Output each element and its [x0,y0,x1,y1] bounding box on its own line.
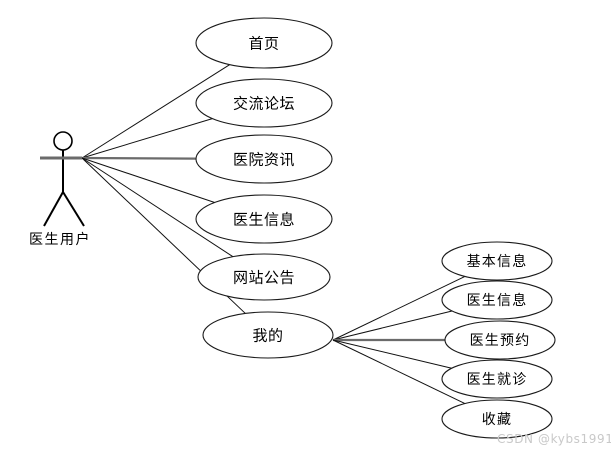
use-case-mine[interactable]: 我的 [202,311,334,359]
use-case-doctor-info-shape[interactable] [195,194,333,244]
association-mine-to-use-case-basic-info [332,275,466,341]
use-case-favorites-shape[interactable] [441,399,553,439]
actor-label: 医生用户 [29,231,91,248]
use-case-doctor-appointment[interactable]: 医生预约 [444,320,556,360]
actor-right-leg-line [62,191,85,227]
use-case-doctor-visit-label: 医生就诊 [467,372,528,388]
association-actor-to-use-case-announcements [81,157,234,258]
use-case-homepage-label: 首页 [248,35,279,53]
use-case-doctor-visit[interactable]: 医生就诊 [441,359,553,399]
actor-head-icon [53,131,73,151]
association-actor-to-use-case-doctor-info [81,157,215,203]
use-case-basic-info-label: 基本信息 [467,253,528,270]
use-case-doctor-info[interactable]: 医生信息 [195,194,333,244]
use-case-doctor-info-label: 医生信息 [233,211,295,229]
use-case-mine-label: 我的 [252,327,283,345]
doctor-user-actor: 医生用户 [29,131,91,248]
association-mine-to-use-case-favorites [332,339,466,405]
association-actor-to-use-case-forum [81,118,213,159]
use-case-announcements-label: 网站公告 [233,269,295,287]
use-case-doctor-visit-shape[interactable] [441,359,553,399]
use-case-hospital-news-shape[interactable] [195,134,333,184]
use-case-favorites[interactable]: 收藏 [441,399,553,439]
use-case-homepage-shape[interactable] [195,17,333,69]
use-case-homepage[interactable]: 首页 [195,17,333,69]
use-case-forum-label: 交流论坛 [233,95,295,113]
use-case-forum[interactable]: 交流论坛 [195,78,333,128]
use-case-announcements[interactable]: 网站公告 [197,253,331,301]
use-case-hospital-news-label: 医院资讯 [233,151,295,169]
use-case-doctor-info-sub[interactable]: 医生信息 [441,280,553,320]
association-mine-to-use-case-doctor-info-sub [332,310,453,341]
association-actor-to-use-case-homepage [81,64,231,159]
use-case-favorites-label: 收藏 [482,412,512,428]
use-case-basic-info-shape[interactable] [441,241,553,281]
use-case-doctor-appointment-label: 医生预约 [470,333,531,349]
csdn-watermark: CSDN @kybs1991 [497,432,611,446]
association-actor-to-use-case-hospital-news [81,156,197,160]
association-lines-group [81,64,466,405]
association-mine-to-use-case-doctor-visit [332,339,452,369]
use-case-mine-shape[interactable] [202,311,334,359]
use-case-doctor-info-sub-shape[interactable] [441,280,553,320]
use-case-forum-shape[interactable] [195,78,333,128]
use-case-doctor-info-sub-label: 医生信息 [467,292,528,309]
use-case-announcements-shape[interactable] [197,253,331,301]
use-case-hospital-news[interactable]: 医院资讯 [195,134,333,184]
use-case-doctor-appointment-shape[interactable] [444,320,556,360]
actor-left-leg-line [43,191,64,227]
use-case-basic-info[interactable]: 基本信息 [441,241,553,281]
